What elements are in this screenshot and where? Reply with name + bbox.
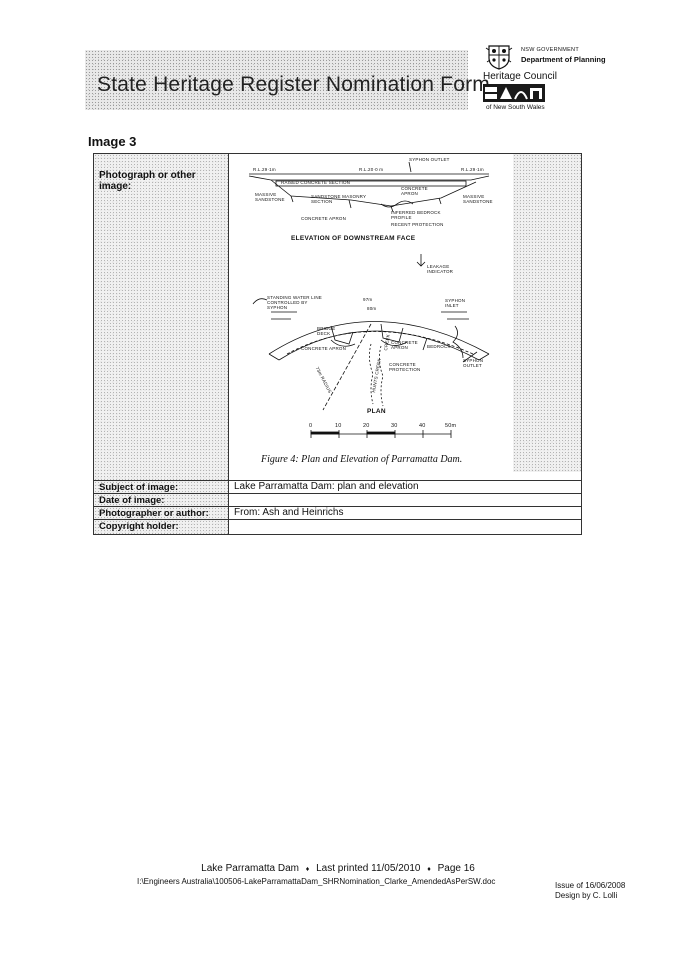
footer-last-printed: Last printed 11/05/2010 (316, 863, 421, 874)
form-row: Subject of image: Lake Parramatta Dam: p… (94, 480, 581, 493)
footer-separator: ♦ (427, 866, 431, 873)
photo-cell: SYPHON OUTLET R.L.29·1m R.L.20·0 m R.L.2… (229, 154, 581, 480)
image-form-table: Photograph or other image: (93, 153, 582, 535)
gov-text: NSW GOVERNMENT (521, 47, 579, 53)
label-syphon-outlet-top: SYPHON OUTLET (409, 157, 450, 162)
heritage-council-logo-icon (483, 84, 545, 102)
row-label-cell: Copyright holder: (94, 520, 229, 534)
label-bedrock: BEDROCK (427, 344, 451, 349)
label-concrete-protection: CONCRETE PROTECTION (389, 362, 421, 372)
row-label-cell: Date of image: (94, 494, 229, 506)
label-standing-water: STANDING WATER LINE CONTROLLED BY SYPHON (267, 295, 322, 310)
scale-label: 30 (391, 423, 398, 429)
label-rl-right: R.L.29·1m (461, 167, 484, 172)
label-bridge-deck: BRIDGE DECK (317, 326, 336, 336)
department-name: Department of Planning (521, 55, 606, 64)
section-heading: Image 3 (88, 134, 137, 149)
footer-issue: Issue of 16/06/2008 (555, 881, 626, 890)
label-rl-mid: R.L.20·0 m (359, 167, 384, 172)
form-row: Date of image: (94, 493, 581, 506)
row-label: Copyright holder: (99, 521, 179, 532)
label-massive-sandstone-right: MASSIVE SANDSTONE (463, 194, 493, 204)
scale-label: 10 (335, 423, 342, 429)
scale-label: 40 (419, 423, 426, 429)
row-label: Subject of image: (99, 482, 179, 493)
dam-drawing-icon (248, 161, 490, 438)
nsw-crest-icon (485, 45, 513, 70)
label-dim-80: 80m (367, 306, 377, 311)
row-value: Lake Parramatta Dam: plan and elevation (234, 481, 419, 492)
heritage-council-name: Heritage Council (483, 71, 557, 82)
label-concrete-apron-elev-2: CONCRETE APRON (301, 216, 347, 221)
photo-margin (513, 154, 581, 472)
row-label: Photographer or author: (99, 508, 209, 519)
label-massive-sandstone: MASSIVE SANDSTONE (255, 192, 285, 202)
label-concrete-apron-plan-2: CONCRETE APRON (391, 340, 418, 350)
row-value: From: Ash and Heinrichs (234, 507, 344, 518)
footer-page: Page 16 (437, 863, 475, 874)
label-syphon-inlet: SYPHON INLET (445, 298, 466, 308)
form-title-banner: State Heritage Register Nomination Form (85, 50, 490, 110)
nsw-logo: NSW GOVERNMENT Department of Planning He… (480, 40, 610, 115)
photo-label-cell: Photograph or other image: (94, 154, 229, 480)
label-rl-left: R.L.29·1m (253, 167, 276, 172)
scale-label: 50m (445, 423, 457, 429)
label-bedrock-profile: INFERRED BEDROCK PROFILE (391, 210, 441, 220)
heritage-council-subtitle: of New South Wales (486, 104, 545, 111)
label-leakage-indicator: LEAKAGE INDICATOR (427, 264, 454, 274)
label-dim-97: 97m (363, 297, 373, 302)
form-title: State Heritage Register Nomination Form (97, 73, 490, 96)
scale-label: 0 (309, 423, 313, 429)
label-sandstone-masonry: SANDSTONE MASONRY SECTION (311, 194, 367, 204)
footer-design: Design by C. Lolli (555, 891, 618, 900)
photo-label: Photograph or other image: (99, 170, 196, 192)
label-syphon-outlet-bottom: SYPHON OUTLET (463, 358, 484, 368)
footer-line: Lake Parramatta Dam ♦ Last printed 11/05… (0, 863, 676, 874)
row-label-cell: Subject of image: (94, 481, 229, 493)
plan-title: PLAN (367, 408, 386, 415)
label-concrete-apron-elev: CONCRETE APRON (401, 186, 428, 196)
footer-file-path: I:\Engineers Australia\100506-LakeParram… (137, 877, 496, 886)
footer-separator: ♦ (305, 866, 310, 873)
elevation-title: ELEVATION OF DOWNSTREAM FACE (291, 235, 416, 242)
dam-figure: SYPHON OUTLET R.L.29·1m R.L.20·0 m R.L.2… (231, 154, 513, 472)
form-row: Photographer or author: From: Ash and He… (94, 506, 581, 519)
label-recent-protection: RECENT PROTECTION (391, 222, 444, 227)
label-concrete-apron-plan-1: CONCRETE APRON (301, 346, 347, 351)
figure-caption: Figure 4: Plan and Elevation of Parramat… (261, 454, 463, 465)
scale-label: 20 (363, 423, 370, 429)
row-label: Date of image: (99, 495, 165, 506)
footer-issue-block: Issue of 16/06/2008 Design by C. Lolli (555, 881, 625, 901)
row-label-cell: Photographer or author: (94, 507, 229, 519)
footer-doc-title: Lake Parramatta Dam (201, 863, 299, 874)
form-row: Copyright holder: (94, 519, 581, 534)
label-raised-section: RAISED CONCRETE SECTION (281, 180, 351, 185)
